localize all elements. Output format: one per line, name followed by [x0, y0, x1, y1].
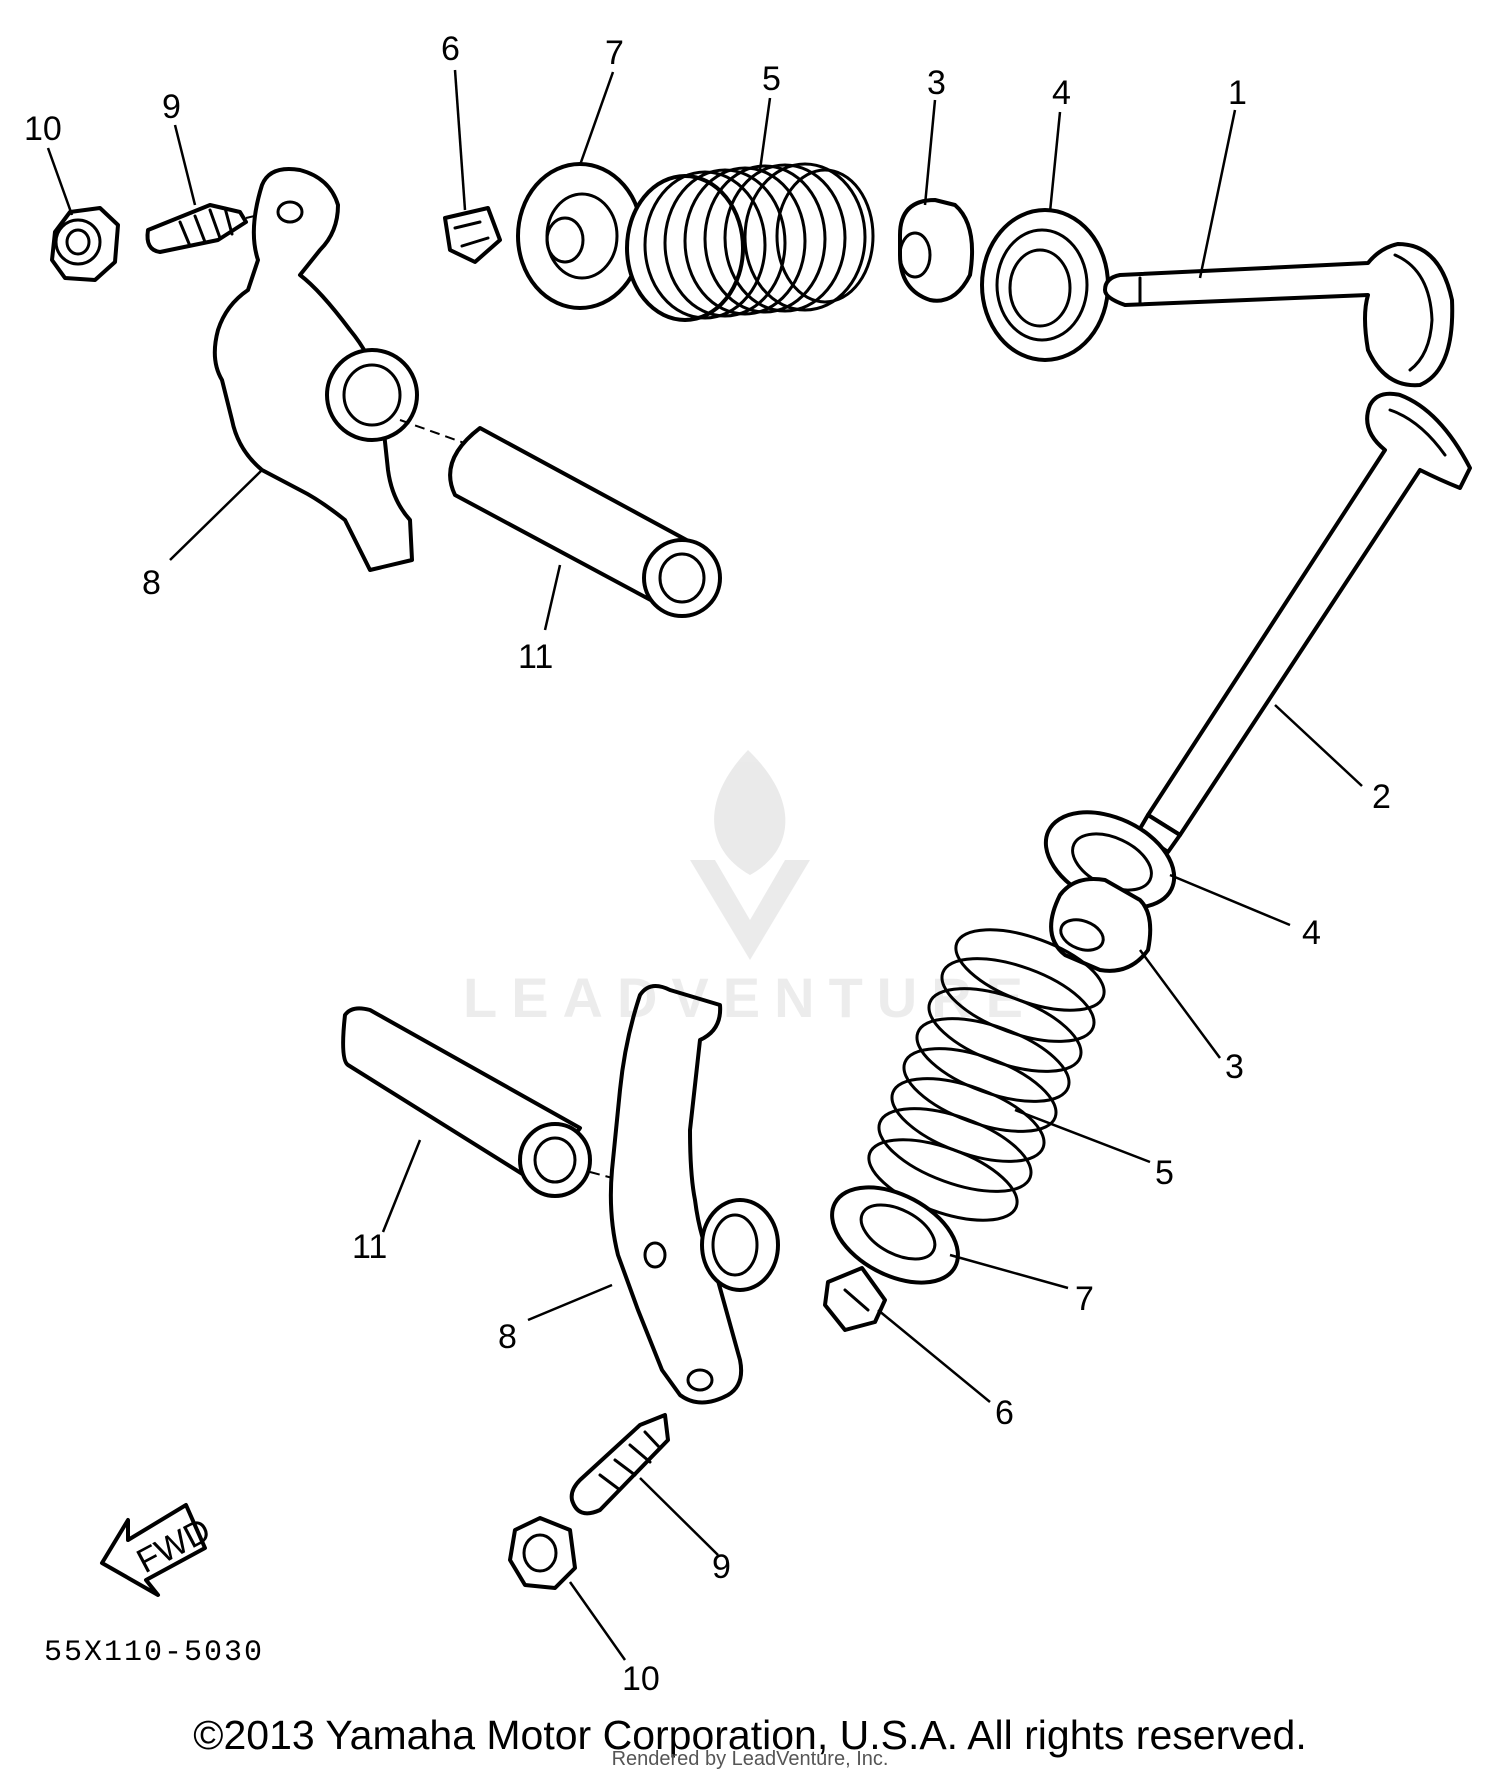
callout-10-top: 10	[24, 110, 62, 148]
lock-nut-top	[50, 206, 120, 282]
valve-spring-bottom	[867, 928, 1106, 1222]
valve-cotter-top	[443, 206, 502, 264]
callout-9-bottom: 9	[712, 1548, 731, 1586]
leader-lines	[46, 69, 1363, 1661]
callout-1-top: 1	[1228, 74, 1247, 112]
valve-stem-seal-bottom	[1049, 877, 1153, 973]
rocker-arm-top	[212, 167, 471, 572]
callout-11-bottom: 11	[352, 1228, 387, 1266]
spring-seat-top	[980, 208, 1110, 362]
valve-bottom	[1136, 391, 1472, 854]
callout-4-bottom: 4	[1302, 914, 1321, 952]
callout-9-top: 9	[162, 88, 181, 126]
adjusting-screw-bottom	[569, 1413, 670, 1516]
callout-5-bottom: 5	[1155, 1154, 1174, 1192]
spring-retainer-top	[516, 162, 644, 310]
callout-2-bottom: 2	[1372, 778, 1391, 816]
callout-10-bottom: 10	[622, 1660, 660, 1698]
spring-retainer-bottom	[830, 1185, 960, 1285]
callout-11-top: 11	[518, 638, 553, 676]
callout-8-bottom: 8	[498, 1318, 517, 1356]
callout-3-top: 3	[927, 64, 946, 102]
lock-nut-bottom	[508, 1516, 577, 1590]
valve-top	[1103, 242, 1455, 388]
rocker-shaft-top	[448, 426, 722, 618]
callout-4-top: 4	[1052, 74, 1071, 112]
copyright-notice: ©2013 Yamaha Motor Corporation, U.S.A. A…	[193, 1712, 1307, 1758]
rendered-by-note: Rendered by LeadVenture, Inc.	[611, 1748, 889, 1770]
callout-6-top: 6	[441, 30, 460, 68]
callout-8-top: 8	[142, 564, 161, 602]
rocker-arm-bottom	[608, 984, 780, 1405]
valve-spring-top	[625, 162, 875, 322]
callout-6-bottom: 6	[995, 1394, 1014, 1432]
rocker-shaft-bottom	[341, 1006, 621, 1198]
watermark-text: LEADVENTURE	[462, 966, 1038, 1029]
leadventure-logo-icon	[690, 750, 810, 960]
fwd-arrow-icon: FWD	[100, 1503, 217, 1597]
callout-7-top: 7	[605, 34, 624, 72]
diagram-code: 55X110-5030	[44, 1636, 265, 1670]
callout-3-bottom: 3	[1225, 1048, 1244, 1086]
callout-7-bottom: 7	[1075, 1280, 1094, 1318]
callout-5-top: 5	[762, 60, 781, 98]
valve-cotter-bottom	[823, 1266, 887, 1332]
valve-stem-seal-top	[898, 198, 975, 303]
adjusting-screw-top	[145, 203, 281, 254]
